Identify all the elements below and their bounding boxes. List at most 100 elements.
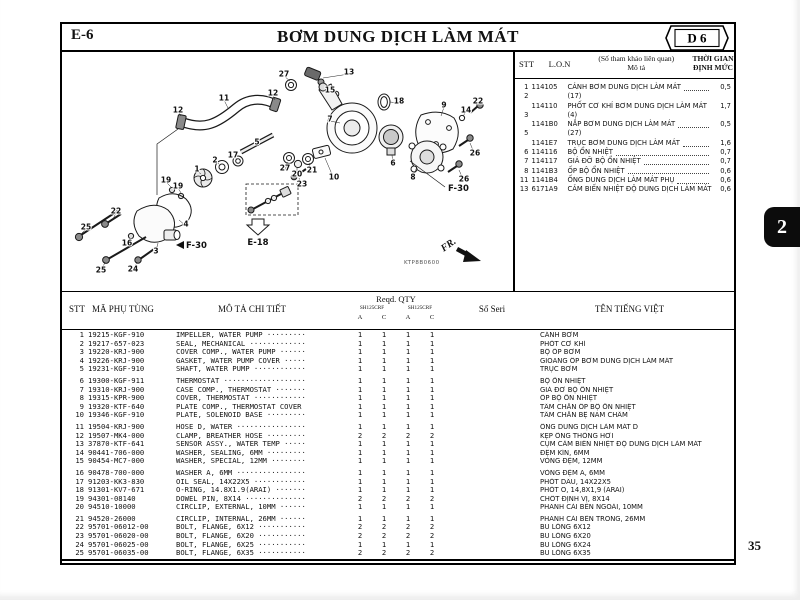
fr-direction-label: FR. [438,236,458,255]
callout-2: 2 [212,155,217,164]
ref-header-desc: (Số tham khảo liên quan) Mô tả [598,54,675,72]
callout-7: 7 [327,114,332,123]
callout-20: 20 [292,169,302,178]
callout-25: 25 [96,265,106,274]
callout-1: 1 [194,164,199,173]
callout-4: 4 [183,219,188,228]
reference-table-header: STT L.O.N (Số tham khảo liên quan) Mô tả… [514,50,734,79]
e18-arrow-icon [245,218,271,236]
callout-24: 24 [128,264,138,273]
col-sub-a1: A [357,314,363,321]
callout-26: 26 [459,174,469,183]
parts-table-header: STT MÃ PHỤ TÙNG MÔ TẢ CHI TIẾT Reqd. QTY… [62,291,734,330]
ref-header-time: THỜI GIAN ĐỊNH MỨC [692,54,734,72]
callout-17: 17 [228,150,238,159]
col-desc: MÔ TẢ CHI TIẾT [218,304,286,314]
callout-14: 14 [461,105,471,114]
reference-table: STT L.O.N (Số tham khảo liên quan) Mô tả… [514,50,735,291]
chapter-tab: 2 [764,207,800,247]
callout-23: 23 [297,179,307,188]
ref-header-lon: L.O.N [548,59,571,69]
col-sub-a2: A [405,314,411,321]
callout-19: 19 [161,175,171,184]
f30-arrow-icon [176,241,184,249]
ref-row: 3(4) [524,110,578,119]
callout-15: 15 [325,85,335,94]
callout-21: 21 [307,165,317,174]
callout-22: 22 [111,206,121,215]
diagram-artwork [74,66,484,264]
f30-link-right: F-30 [448,184,469,194]
col-qty: Reqd. QTY [376,294,416,304]
ref-page-badge: D 6 [665,25,729,51]
callout-5: 5 [254,137,259,146]
header-bar: E-6 BƠM DUNG DỊCH LÀM MÁT D 6 [60,22,736,52]
callout-16: 16 [122,238,132,247]
callout-22: 22 [473,96,483,105]
callout-18: 18 [394,96,404,105]
callout-8: 8 [410,172,415,181]
callout-12: 12 [268,88,278,97]
e18-link: E-18 [247,238,268,248]
callout-12: 12 [173,105,183,114]
col-model1: SH125CRF [359,305,385,311]
bottom-rule [62,559,734,561]
col-sub-c2: C [429,314,435,321]
badge-label: D 6 [687,31,707,46]
page-title: BƠM DUNG DỊCH LÀM MÁT [277,27,519,46]
diagram-code: KTP8B0600 [404,260,440,266]
callout-11: 11 [219,93,229,102]
callout-3: 3 [153,246,158,255]
callout-26: 26 [470,148,480,157]
callout-9: 9 [441,100,446,109]
callout-27: 27 [280,163,290,172]
ref-header-stt: STT [518,59,535,69]
ref-row: 2(17) [524,92,582,101]
callout-10: 10 [329,172,339,181]
section-code: E-6 [71,27,94,43]
divider-vertical [513,50,515,291]
col-sub-c1: C [381,314,387,321]
col-serial: Số Seri [478,304,506,314]
page-number: 35 [748,538,761,553]
col-code: MÃ PHỤ TÙNG [92,304,154,314]
callout-19: 19 [173,181,183,190]
f30-link-left: F-30 [186,241,207,251]
